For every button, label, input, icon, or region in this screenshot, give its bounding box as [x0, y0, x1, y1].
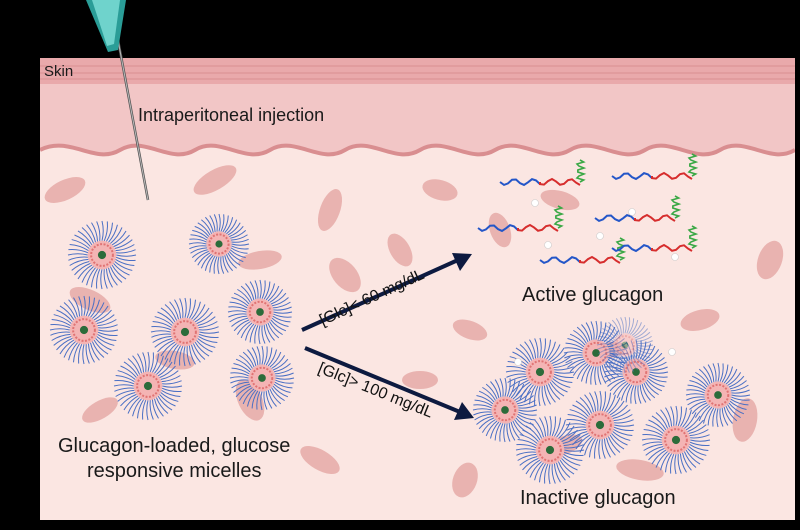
blood-cell — [732, 398, 758, 442]
inactive-glucagon-label: Inactive glucagon — [520, 487, 676, 509]
micelle-icon — [515, 415, 585, 485]
micelle-icon — [596, 316, 654, 374]
injection-label: Intraperitoneal injection — [138, 105, 325, 125]
micelle-group-loaded — [49, 213, 295, 421]
glucagon-molecule — [499, 159, 587, 187]
micelle-icon — [49, 295, 119, 365]
micelle-icon — [150, 297, 220, 367]
blood-cell — [193, 165, 237, 195]
blood-cell — [69, 287, 111, 313]
syringe-icon — [86, 0, 150, 201]
glucagon-molecule — [611, 153, 699, 181]
arrow-high-glucose — [304, 346, 461, 414]
glucose-molecule — [544, 241, 552, 249]
glucagon-molecule — [594, 195, 682, 223]
blood-cell — [540, 189, 580, 211]
micelle-icon — [67, 220, 137, 290]
blood-cell — [422, 179, 458, 201]
micelle-icon — [472, 377, 538, 443]
micelle-icon — [229, 345, 295, 411]
micelles-label-line1: Glucagon-loaded, glucose — [58, 435, 291, 457]
micelles-label-line2: responsive micelles — [86, 460, 262, 482]
glucagon-molecule — [611, 225, 699, 253]
glucose-molecule — [668, 348, 676, 356]
micelle-icon — [685, 362, 751, 428]
arrow-low-glucose — [301, 258, 459, 332]
micelles-label: Glucagon-loaded, glucose responsive mice… — [58, 434, 290, 484]
blood-cell — [238, 250, 282, 270]
skin-edge — [40, 143, 795, 157]
glucose-molecule — [514, 358, 522, 366]
blood-cell — [680, 309, 720, 331]
blood-cell — [300, 446, 340, 474]
micelle-group-inactive — [472, 316, 751, 485]
active-glucagon-label: Active glucagon — [522, 284, 664, 306]
skin-label: Skin — [44, 63, 74, 80]
blood-cell — [44, 177, 86, 203]
glucagon-molecule — [539, 237, 627, 265]
blood-cell — [82, 397, 118, 423]
skin-top-band — [40, 58, 795, 84]
blood-cell — [452, 319, 488, 341]
micelle-icon — [113, 351, 183, 421]
arrow-low-glucose-head — [452, 253, 472, 271]
glucose-molecule — [628, 208, 636, 216]
blood-cell — [452, 462, 478, 498]
glucose-molecule — [531, 199, 539, 207]
glucagon-molecule — [477, 205, 565, 233]
glucose-molecule — [596, 232, 604, 240]
blood-cell — [317, 189, 343, 231]
glucose-molecule — [671, 253, 679, 261]
blood-cell — [329, 257, 361, 293]
blood-cell — [387, 233, 413, 267]
micelle-icon — [505, 337, 575, 407]
blood-cell — [756, 240, 784, 280]
micelle-icon — [227, 279, 293, 345]
micelle-icon — [565, 390, 635, 460]
blood-cell — [616, 459, 664, 481]
active-glucagon-group — [477, 153, 699, 366]
arrow-high-glucose-head — [454, 402, 474, 420]
micelle-icon — [641, 405, 711, 475]
blood-cell — [402, 371, 438, 389]
micelle-icon — [188, 213, 250, 275]
